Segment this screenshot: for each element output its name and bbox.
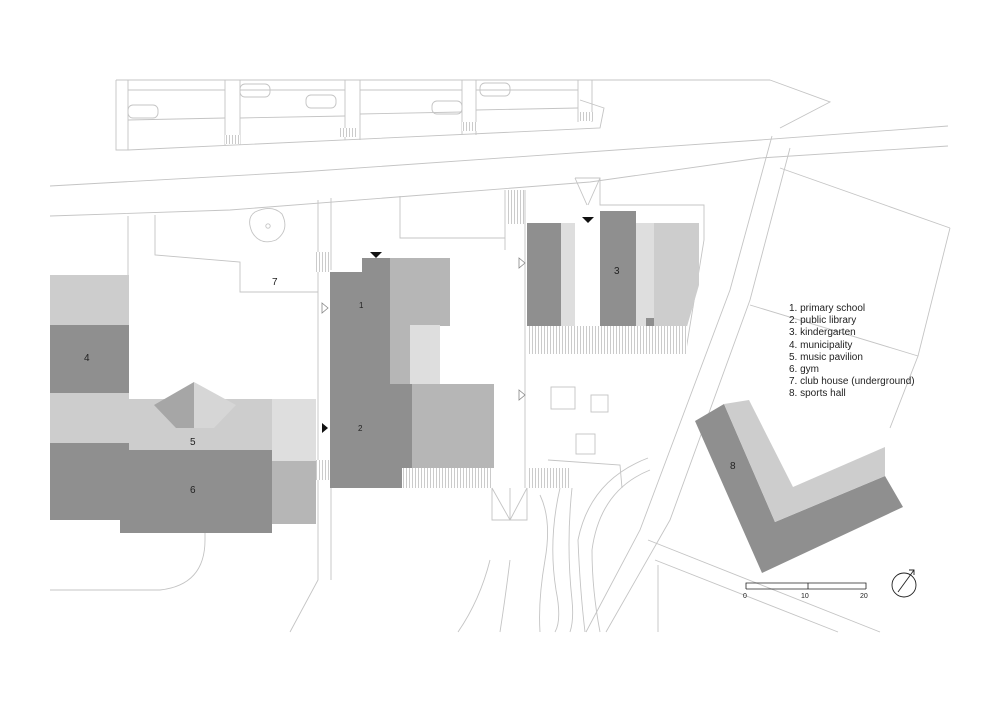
legend-item-sports-hall: 8. sports hall: [789, 388, 846, 400]
legend-item-municipality: 4. municipality: [789, 339, 853, 351]
label-building-3: 3: [614, 266, 620, 277]
label-building-7: 7: [272, 277, 278, 288]
building-6-gym: [120, 450, 316, 533]
legend-item-primary-school: 1. primary school: [789, 303, 866, 314]
scale-tick-20: 20: [860, 593, 868, 600]
legend-item-music-pavilion: 5. music pavilion: [789, 351, 863, 363]
label-building-6: 6: [190, 485, 196, 496]
label-building-5: 5: [190, 437, 196, 448]
building-1-2-school-library: [330, 258, 494, 488]
context-linework: [49, 79, 951, 633]
entrance-triangle-icon: [518, 389, 526, 401]
building-3-kindergarten: [527, 211, 699, 488]
legend-item-club-house: 7. club house (underground): [789, 376, 915, 388]
legend-item-kindergarten: 3. kindergarten: [789, 327, 856, 339]
entrance-triangle-icon: [518, 257, 526, 269]
entrance-triangle-icon: [370, 252, 382, 258]
building-4-municipality: [50, 275, 129, 520]
building-8-sports-hall: [695, 400, 903, 573]
entrance-triangle-icon: [322, 423, 328, 433]
label-building-8: 8: [730, 461, 736, 472]
scale-tick-10: 10: [801, 593, 809, 600]
entrance-triangle-icon: [582, 217, 594, 223]
legend-item-gym: 6. gym: [789, 364, 820, 376]
scale-tick-0: 0: [743, 593, 747, 600]
label-building-1: 1: [359, 301, 364, 310]
scale-bar: 0 10 20: [743, 582, 868, 600]
legend-item-public-library: 2. public library: [789, 315, 857, 327]
north-arrow-icon: [891, 569, 917, 598]
label-building-2: 2: [358, 424, 363, 433]
entrance-markers: [321, 217, 594, 433]
legend: 1. primary school 2. public library 3. k…: [789, 303, 915, 401]
entrance-triangle-icon: [321, 302, 329, 314]
building-5-music-pavilion: [129, 382, 316, 461]
label-building-4: 4: [84, 353, 90, 364]
